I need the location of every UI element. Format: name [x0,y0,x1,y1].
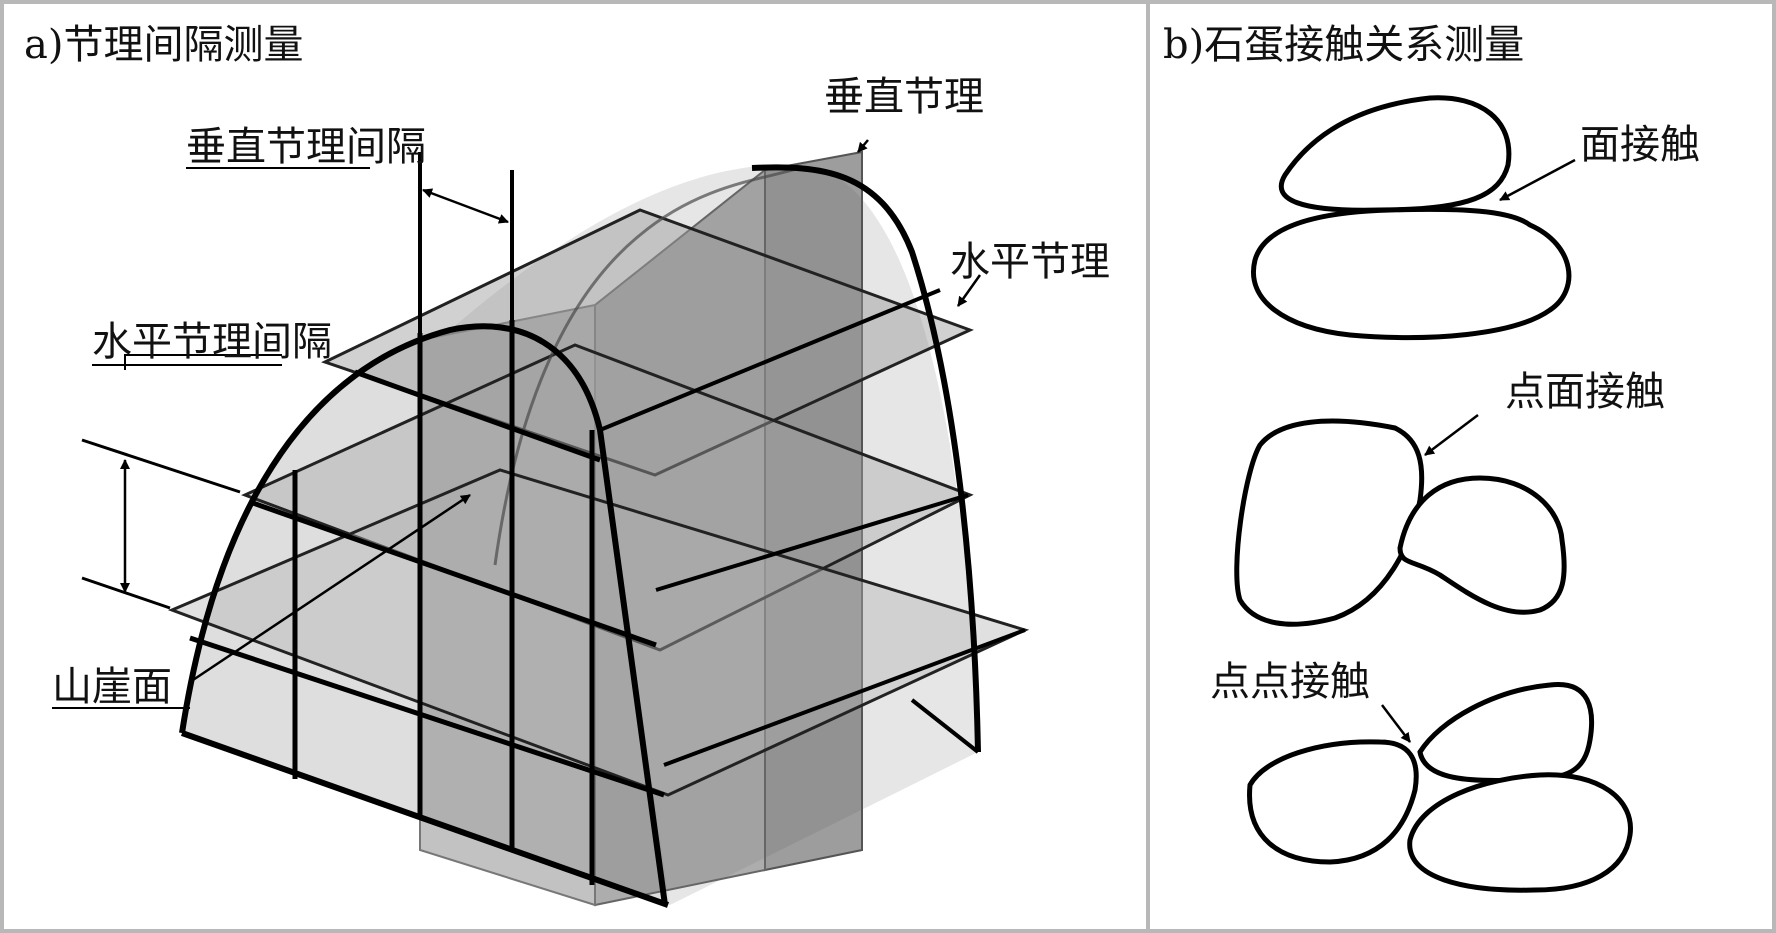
panel-a: a)节理间隔测量 [24,22,1110,908]
front-joint-trace-1 [354,369,601,463]
side-joint-line-2 [655,493,969,592]
vertical-joint-leader [857,139,869,153]
face-contact-pair [1251,95,1572,341]
face-contact-stone-lower [1251,206,1572,341]
point-point-contact-pair [1247,681,1633,893]
label-point-point-contact: 点点接触 [1210,659,1370,705]
point-point-stone-lower-right [1407,772,1633,893]
horizontal-spacing-extension-2 [81,576,171,610]
panel-b-title: b)石蛋接触关系测量 [1163,22,1524,68]
point-point-stone-upper-right [1417,681,1595,784]
point-face-contact-pair [1234,418,1567,627]
horizontal-joint-plane-top [321,208,974,477]
label-face-contact: 面接触 [1580,122,1700,168]
point-face-contact-leader [1424,414,1479,456]
label-point-face-contact: 点面接触 [1505,369,1665,415]
point-point-contact-leader [1381,704,1411,743]
panel-a-title: a)节理间隔测量 [24,22,303,68]
label-vertical-spacing: 垂直节理间隔 [186,124,426,170]
cliff-side-arch [751,164,981,753]
label-horizontal-spacing: 水平节理间隔 [92,319,332,365]
label-cliff-face: 山崖面 [52,664,172,710]
label-horizontal-joint: 水平节理 [950,239,1110,285]
cliff-body [182,326,670,905]
cliff-base-front [180,730,670,908]
horizontal-spacing-extension-1 [81,438,241,494]
front-joint-trace-2 [249,499,657,648]
point-point-stone-left [1247,739,1419,865]
face-contact-stone-upper [1278,95,1512,213]
point-face-stone-left [1234,418,1425,627]
horizontal-joint-leader [956,274,982,307]
cliff-front-arch [179,323,668,906]
cliff-face-leader [189,493,471,684]
cliff-inner-arch [493,166,801,566]
face-contact-leader [1499,158,1576,202]
vertical-spacing-dimension [422,188,509,224]
point-face-stone-right [1397,475,1567,615]
label-vertical-joint: 垂直节理 [824,74,984,120]
cliff-base-back [910,698,980,754]
front-joint-trace-3 [189,635,665,798]
panel-b: b)石蛋接触关系测量 面接触 点面接触 点点接触 [1163,22,1700,893]
side-joint-line-1 [599,288,941,432]
side-joint-line-3 [663,628,1026,767]
